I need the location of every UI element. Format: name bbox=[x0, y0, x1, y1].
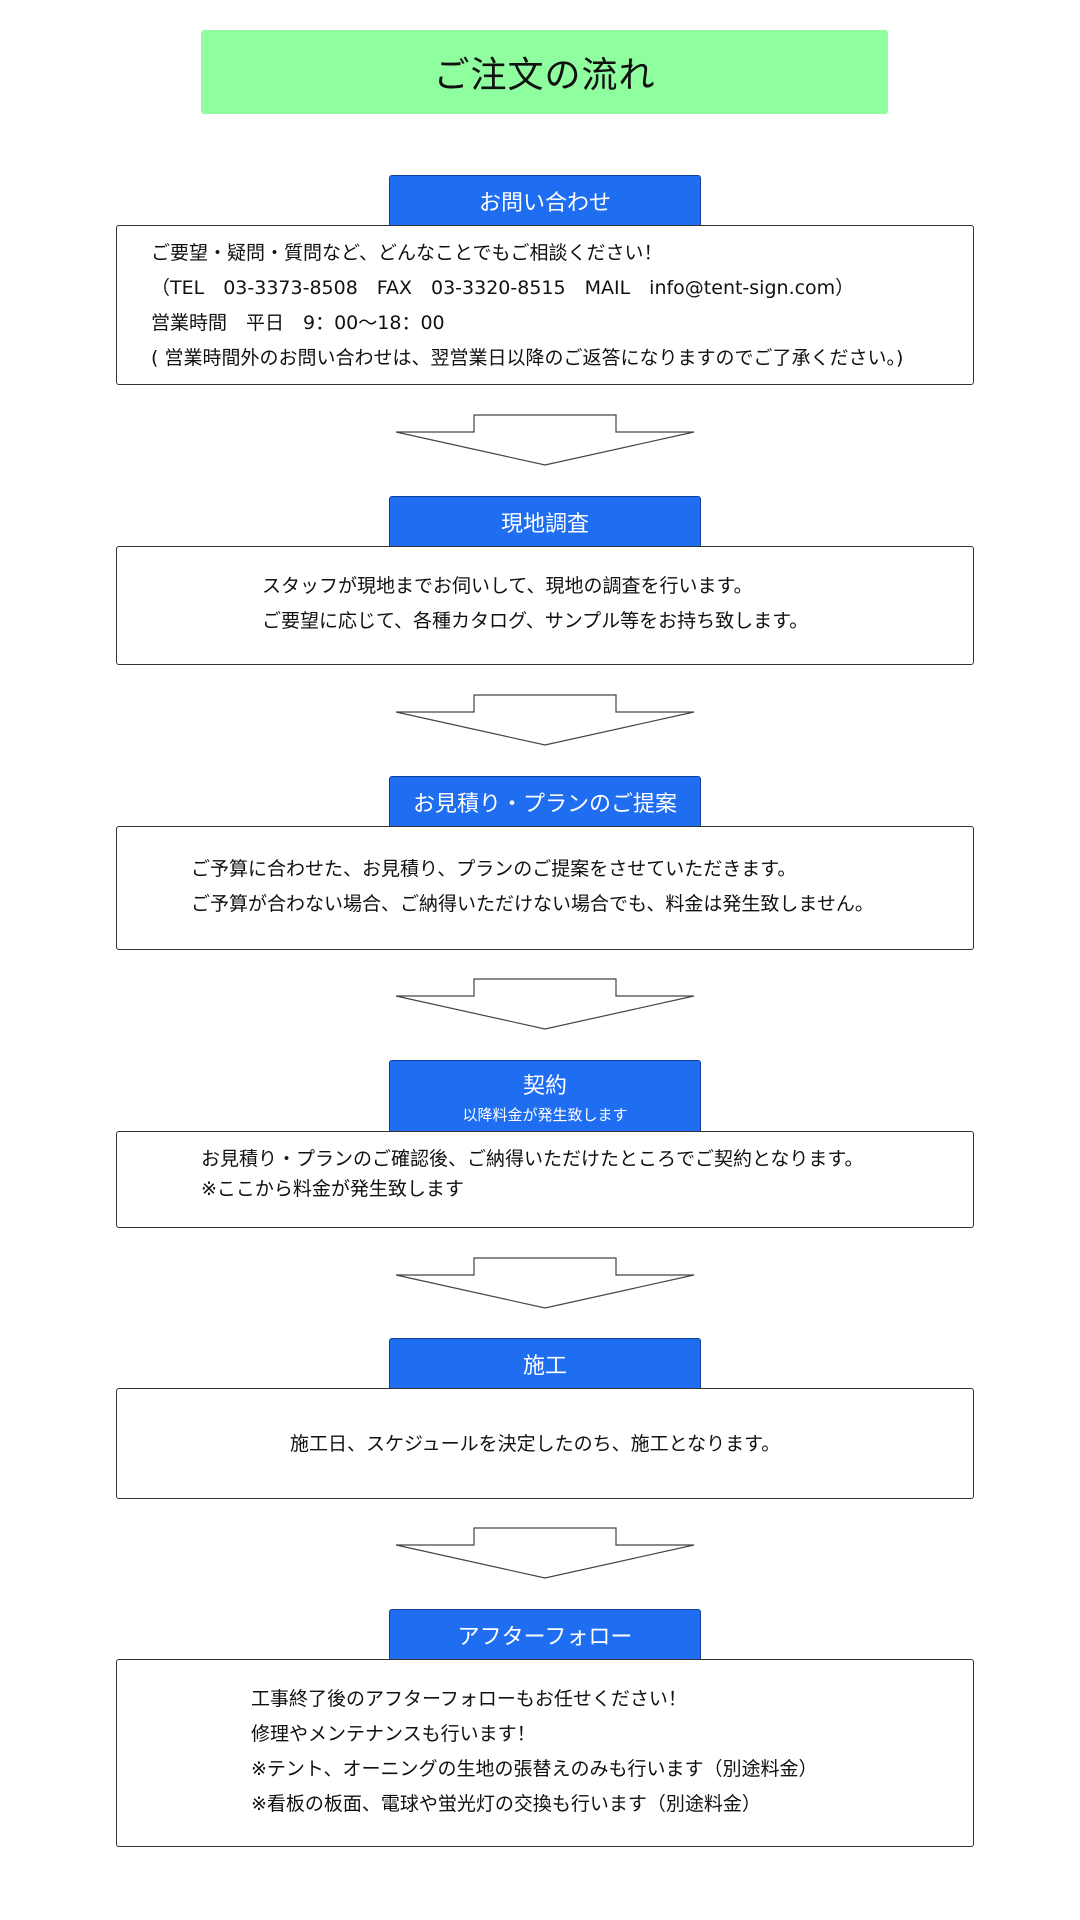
step-header-label: 契約 bbox=[522, 1074, 567, 1099]
page-title: ご注文の流れ bbox=[201, 30, 888, 114]
step-header-label: お問い合わせ bbox=[478, 191, 611, 216]
step-text: （TEL 03-3373-8508 FAX 03-3320-8515 MAIL … bbox=[151, 277, 855, 299]
step-box-contract: お見積り・プランのご確認後、ご納得いただけたところでご契約となります。 ※ここか… bbox=[116, 1131, 974, 1228]
step-text: ご予算に合わせた、お見積り、プランのご提案をさせていただきます。 bbox=[191, 858, 797, 880]
down-arrow-icon bbox=[395, 978, 695, 1030]
step-header-site-survey: 現地調査 bbox=[389, 496, 701, 548]
step-header-estimate: お見積り・プランのご提案 bbox=[389, 776, 701, 828]
step-text: 営業時間 平日 9：00～18：00 bbox=[151, 312, 445, 334]
step-text: ご予算が合わない場合、ご納得いただけない場合でも、料金は発生致しません。 bbox=[191, 893, 874, 915]
step-text: ( 営業時間外のお問い合わせは、翌営業日以降のご返答になりますのでご了承ください… bbox=[151, 347, 904, 369]
step-box-construction: 施工日、スケジュールを決定したのち、施工となります。 bbox=[116, 1388, 974, 1499]
step-box-estimate: ご予算に合わせた、お見積り、プランのご提案をさせていただきます。 ご予算が合わな… bbox=[116, 826, 974, 950]
step-text: 工事終了後のアフターフォローもお任せください！ bbox=[251, 1688, 687, 1710]
step-text: ※テント、オーニングの生地の張替えのみも行います（別途料金） bbox=[251, 1758, 818, 1780]
down-arrow-icon bbox=[395, 1257, 695, 1309]
step-box-aftercare: 工事終了後のアフターフォローもお任せください！ 修理やメンテナンスも行います！ … bbox=[116, 1659, 974, 1847]
step-text: お見積り・プランのご確認後、ご納得いただけたところでご契約となります。 bbox=[201, 1148, 864, 1170]
step-text: ※看板の板面、電球や蛍光灯の交換も行います（別途料金） bbox=[251, 1793, 761, 1815]
step-header-contract: 契約 以降料金が発生致します bbox=[389, 1060, 701, 1133]
step-header-construction: 施工 bbox=[389, 1338, 701, 1390]
step-text: 修理やメンテナンスも行います！ bbox=[251, 1723, 536, 1745]
step-text: ご要望・疑問・質問など、どんなことでもご相談ください！ bbox=[151, 242, 663, 264]
step-text: ※ここから料金が発生致します bbox=[201, 1178, 464, 1200]
down-arrow-icon bbox=[395, 694, 695, 746]
step-box-site-survey: スタッフが現地までお伺いして、現地の調査を行います。 ご要望に応じて、各種カタロ… bbox=[116, 546, 974, 665]
step-text: 施工日、スケジュールを決定したのち、施工となります。 bbox=[290, 1433, 781, 1455]
step-header-aftercare: アフターフォロー bbox=[389, 1609, 701, 1661]
step-header-label: 施工 bbox=[522, 1354, 567, 1379]
step-header-label: お見積り・プランのご提案 bbox=[412, 792, 677, 817]
step-header-label: 現地調査 bbox=[500, 512, 589, 537]
step-header-label: アフターフォロー bbox=[457, 1625, 633, 1650]
step-header-inquiry: お問い合わせ bbox=[389, 175, 701, 227]
step-box-inquiry: ご要望・疑問・質問など、どんなことでもご相談ください！ （TEL 03-3373… bbox=[116, 225, 974, 385]
down-arrow-icon bbox=[395, 414, 695, 466]
step-text: ご要望に応じて、各種カタログ、サンプル等をお持ち致します。 bbox=[262, 610, 809, 632]
down-arrow-icon bbox=[395, 1527, 695, 1579]
step-text: スタッフが現地までお伺いして、現地の調査を行います。 bbox=[262, 575, 753, 597]
step-header-sublabel: 以降料金が発生致します bbox=[462, 1106, 628, 1124]
